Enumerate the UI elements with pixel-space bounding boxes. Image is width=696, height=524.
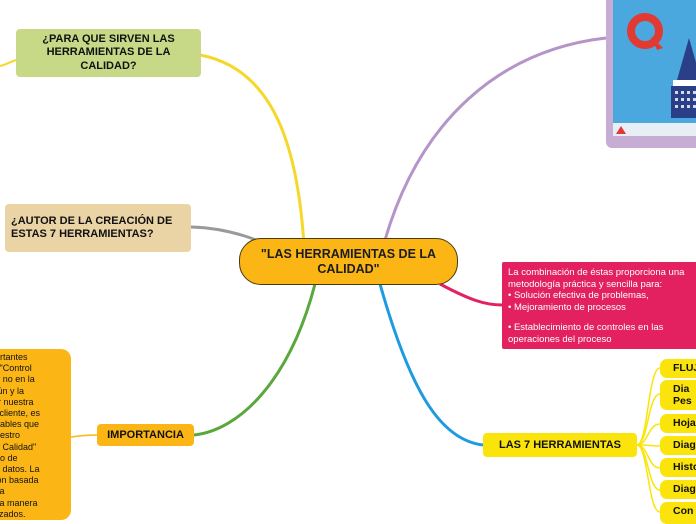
topic-importancia[interactable]: IMPORTANCIA <box>97 424 194 446</box>
image-node[interactable] <box>606 0 696 148</box>
tool-item-label: Dia <box>673 383 690 395</box>
tool-item-label: FLUJ <box>673 362 696 374</box>
importancia-line: el cliente, es <box>0 408 41 419</box>
tool-item-label: Diag <box>673 439 696 451</box>
topic-las-7-herramientas-label: LAS 7 HERRAMIENTAS <box>498 439 622 451</box>
connector-para-que <box>199 53 307 263</box>
importancia-description[interactable]: portantesel "Control" y no en lamún y la… <box>0 349 71 520</box>
importancia-line: alizados. <box>0 508 26 519</box>
importancia-line: de Calidad" <box>0 441 37 452</box>
importancia-line: ariables que <box>0 419 40 430</box>
central-topic[interactable]: "LAS HERRAMIENTAS DE LA CALIDAD" <box>239 238 458 285</box>
importancia-line: nuestro <box>0 430 21 441</box>
logo-tail-icon <box>651 36 663 50</box>
central-topic-label: "LAS HERRAMIENTAS DE LA CALIDAD" <box>260 246 437 276</box>
importancia-line: mún y la <box>0 385 25 396</box>
connector-para-que-ext <box>0 59 17 67</box>
tool-connectors <box>636 367 661 513</box>
connector-image <box>383 36 607 241</box>
combination-line: operaciones del proceso <box>508 333 612 345</box>
footer-logo-icon <box>616 126 626 134</box>
connector-importancia-ext <box>70 434 98 438</box>
quality-pyramid-graphic <box>613 0 696 136</box>
tool-item[interactable]: Hoja <box>660 414 696 433</box>
tool-item-label: Con <box>673 505 694 517</box>
quality-pyramid-image <box>613 0 696 136</box>
tool-item[interactable]: Diag <box>660 480 696 499</box>
importancia-line: rar nuestra <box>0 396 34 407</box>
topic-para-que-sirven[interactable]: ¿PARA QUE SIRVEN LAS HERRAMIENTAS DE LA … <box>16 29 201 77</box>
tool-item[interactable]: Con <box>660 502 696 524</box>
topic-las-7-herramientas[interactable]: LAS 7 HERRAMIENTAS <box>483 433 637 457</box>
combination-line: metodología práctica y sencilla para: <box>508 278 663 290</box>
topic-importancia-label: IMPORTANCIA <box>107 429 184 441</box>
topic-autor-label: ¿AUTOR DE LA CREACIÓN DE ESTAS 7 HERRAMI… <box>11 214 173 241</box>
pyramid-top-icon <box>677 38 696 80</box>
tool-item[interactable]: Diag <box>660 436 696 455</box>
tool-item-label: Pes <box>673 395 692 407</box>
importancia-line: e la manera <box>0 497 38 508</box>
connector-importancia <box>193 283 317 437</box>
combination-line: • Establecimiento de controles en las <box>508 322 664 333</box>
combination-spacer <box>508 313 696 322</box>
topic-para-que-sirven-label: ¿PARA QUE SIRVEN LAS HERRAMIENTAS DE LA … <box>42 32 175 72</box>
importancia-line: portantes <box>0 352 28 362</box>
pyramid-base-icon <box>671 86 696 118</box>
tool-item[interactable]: FLUJ <box>660 359 696 378</box>
importancia-line: e la <box>0 486 5 497</box>
tool-item[interactable]: Histo <box>660 458 696 477</box>
logo-ring-icon <box>627 13 663 49</box>
topic-autor[interactable]: ¿AUTOR DE LA CREACIÓN DE ESTAS 7 HERRAMI… <box>5 204 191 252</box>
combination-line: • Mejoramiento de procesos <box>508 301 626 313</box>
importancia-line: de datos. La <box>0 464 40 475</box>
combination-line: La combinación de éstas proporciona una <box>508 267 685 278</box>
importancia-line: sión basada <box>0 475 39 486</box>
importancia-line: ado de <box>0 452 18 463</box>
tool-item-label: Histo <box>673 461 696 473</box>
tool-item-label: Diag <box>673 483 696 495</box>
tool-item-label: Hoja <box>673 417 696 429</box>
combination-line: • Solución efectiva de problemas, <box>508 290 649 301</box>
importancia-line: el "Control <box>0 363 32 374</box>
importancia-line: " y no en la <box>0 374 35 385</box>
connector-combination <box>439 282 503 307</box>
connector-las7 <box>378 283 484 447</box>
